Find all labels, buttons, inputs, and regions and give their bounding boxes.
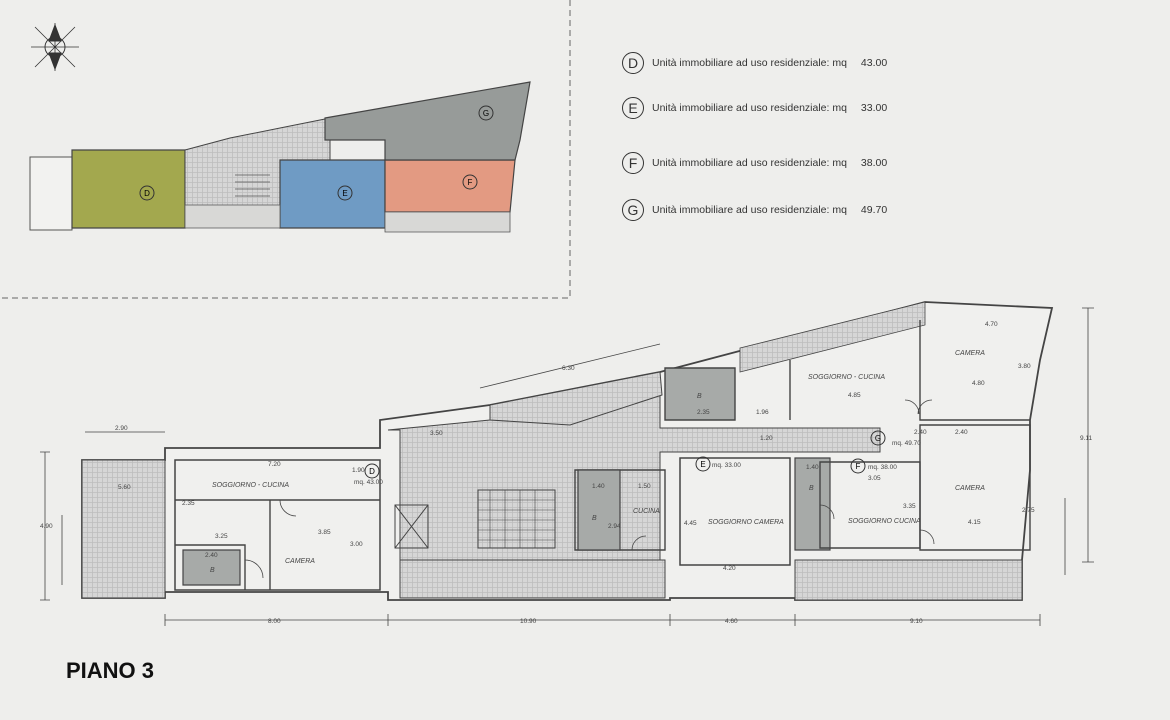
room-cucina-e: CUCINA — [633, 508, 660, 515]
dim-e-h2: 4.45 — [684, 520, 697, 527]
dim-g-v: 3.80 — [1018, 363, 1031, 370]
dim-d-h: 2.35 — [182, 500, 195, 507]
room-soggiorno-cucina-g: SOGGIORNO - CUCINA — [808, 374, 885, 381]
legend-label-f: Unità immobiliare ad uso residenziale: m… — [652, 157, 847, 169]
tag-f: F — [850, 458, 866, 474]
dim-f-h: 3.35 — [903, 503, 916, 510]
north-arrow-icon — [31, 23, 79, 71]
dim-d-bal: 5.60 — [118, 484, 131, 491]
dim-g-cam: 4.80 — [972, 380, 985, 387]
dim-bot4: 9.10 — [910, 618, 923, 625]
dim-f-w2: 3.05 — [868, 475, 881, 482]
key-tag-e: E — [337, 185, 353, 201]
dim-d-left-h: 4.90 — [40, 523, 53, 530]
legend-area-d: 43.00 — [860, 57, 888, 69]
tag-g: G — [870, 430, 886, 446]
dim-corr: 3.50 — [430, 430, 443, 437]
legend-item-d: D Unità immobiliare ad uso residenziale:… — [622, 52, 887, 74]
dim-g-right: 2.40 — [955, 429, 968, 436]
bath-d: B — [210, 567, 215, 574]
svg-text:D: D — [144, 189, 150, 198]
svg-text:E: E — [700, 460, 705, 469]
svg-text:F: F — [468, 178, 473, 187]
dim-bot3: 4.60 — [725, 618, 738, 625]
legend-letter-e: E — [622, 97, 644, 119]
room-soggiorno-camera-e: SOGGIORNO CAMERA — [708, 519, 784, 526]
legend-letter-g: G — [622, 199, 644, 221]
bath-e: B — [592, 515, 597, 522]
svg-text:G: G — [875, 434, 881, 443]
legend-label-d: Unità immobiliare ad uso residenziale: m… — [652, 57, 847, 69]
dim-d-ch: 3.00 — [350, 541, 363, 548]
dim-g-b1: 2.35 — [697, 409, 710, 416]
dim-e-v: 1.20 — [760, 435, 773, 442]
legend-letter-f: F — [622, 152, 644, 174]
key-tag-g: G — [478, 105, 494, 121]
dim-e-area: mq. 33.00 — [712, 462, 741, 469]
svg-text:D: D — [369, 467, 375, 476]
dim-d-area: mq. 43.00 — [354, 479, 383, 486]
dim-e-w2: 1.50 — [638, 483, 651, 490]
bath-f: B — [809, 485, 814, 492]
legend-area-f: 38.00 — [860, 157, 888, 169]
dim-bot2: 10.90 — [520, 618, 537, 625]
dim-g-tot: 9.11 — [1080, 435, 1093, 442]
dim-f-area: mq. 38.00 — [868, 464, 897, 471]
legend-letter-d: D — [622, 52, 644, 74]
legend-area-e: 33.00 — [860, 102, 888, 114]
legend-area-g: 49.70 — [860, 204, 888, 216]
svg-text:G: G — [483, 109, 489, 118]
main-plan — [40, 301, 1094, 626]
dim-d-w3: 3.85 — [318, 529, 331, 536]
legend-item-f: F Unità immobiliare ad uso residenziale:… — [622, 152, 887, 174]
dim-e-w3: 4.20 — [723, 565, 736, 572]
dim-d-w2: 3.25 — [215, 533, 228, 540]
floor-label: PIANO 3 — [66, 658, 155, 683]
svg-text:E: E — [342, 189, 347, 198]
dim-f-w1: 1.40 — [806, 464, 819, 471]
dim-g-top: 4.70 — [985, 321, 998, 328]
legend-label-g: Unità immobiliare ad uso residenziale: m… — [652, 204, 847, 216]
room-camera-d: CAMERA — [285, 558, 315, 565]
legend-label-e: Unità immobiliare ad uso residenziale: m… — [652, 102, 847, 114]
bath-g: B — [697, 393, 702, 400]
tag-e: E — [695, 456, 711, 472]
dim-d-top: 2.90 — [115, 425, 128, 432]
key-plan: D E F G — [29, 81, 531, 233]
dim-bot1: 8.00 — [268, 618, 281, 625]
key-tag-d: D — [139, 185, 155, 201]
dim-d-v1: 1.90 — [352, 467, 365, 474]
dim-e-w1: 1.40 — [592, 483, 605, 490]
legend-item-g: G Unità immobiliare ad uso residenziale:… — [622, 199, 887, 221]
dim-e-h: 2.94 — [608, 523, 621, 530]
dim-d-bath: 2.40 — [205, 552, 218, 559]
room-soggiorno-cucina-d: SOGGIORNO - CUCINA — [212, 482, 289, 489]
dim-d-width: 7.20 — [268, 461, 281, 468]
dim-g-sog: 4.85 — [848, 392, 861, 399]
key-tag-f: F — [462, 174, 478, 190]
dim-g-b2: 1.96 — [756, 409, 769, 416]
room-soggiorno-cucina-f: SOGGIORNO CUCINA — [848, 518, 921, 525]
dim-bal: 6.30 — [562, 365, 575, 372]
svg-text:F: F — [856, 462, 861, 471]
tag-d: D — [364, 463, 380, 479]
dim-f-v: 2.75 — [1022, 507, 1035, 514]
dim-g-h: 2.40 — [914, 429, 927, 436]
legend-item-e: E Unità immobiliare ad uso residenziale:… — [622, 97, 887, 119]
room-camera-g-right: CAMERA — [955, 485, 985, 492]
dim-g-area: mq. 49.70 — [892, 440, 921, 447]
room-camera-g-top: CAMERA — [955, 350, 985, 357]
dim-f-cam: 4.15 — [968, 519, 981, 526]
